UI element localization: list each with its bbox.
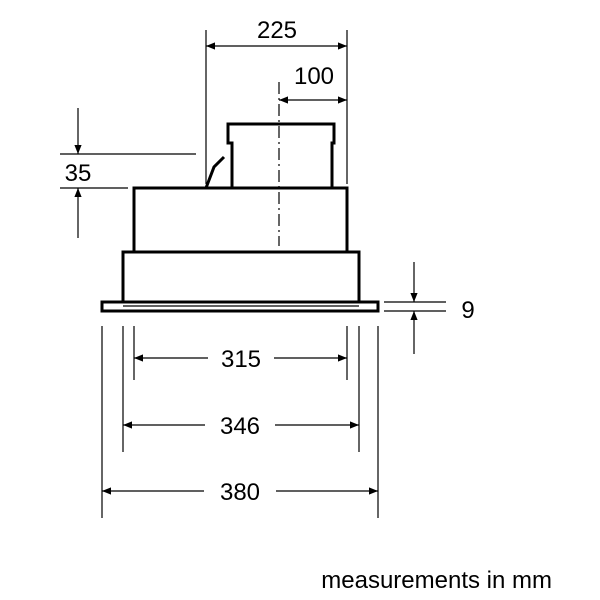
dimension-outlet-offset: 100 [279,63,347,104]
dim-label-315: 315 [221,346,261,373]
hood-body [100,122,380,313]
mounting-flange [100,300,380,313]
dimension-overall-width: 380 [102,479,378,506]
lower-housing [121,250,361,302]
dim-label-100: 100 [294,63,334,90]
upper-housing [204,155,226,189]
dim-label-225: 225 [257,17,297,44]
upper-housing-box [132,186,349,252]
dimension-top-width: 225 [205,14,348,184]
dim-label-380: 380 [220,479,260,506]
dim-label-346: 346 [220,413,260,440]
caption-units: measurements in mm [321,567,552,594]
dimension-collar-height: 35 [60,108,196,238]
dimension-flange-thickness: 9 [384,262,475,354]
dim-label-35: 35 [65,160,92,187]
outlet-collar [226,122,336,188]
dimension-body-width: 346 [123,413,359,440]
dimension-inner-width: 315 [134,346,347,373]
dim-label-9: 9 [461,297,474,324]
bottom-extension-lines [101,326,379,518]
